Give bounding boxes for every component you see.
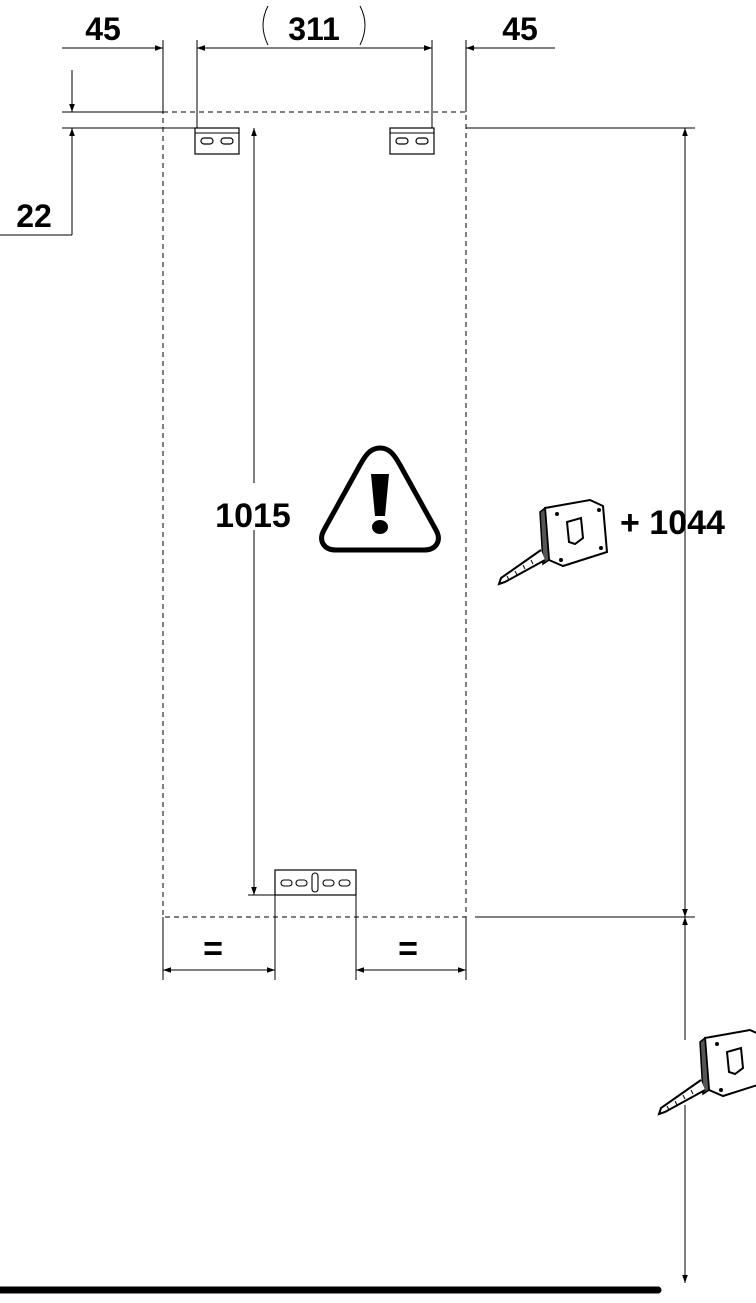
dim-left-offset: 45 <box>85 11 121 47</box>
bottom-bracket <box>274 869 357 896</box>
dim-equal-right: = <box>398 930 418 968</box>
top-dimension-lines <box>62 40 555 128</box>
dim-top-offset: 22 <box>16 198 52 234</box>
top-left-bracket <box>194 127 240 155</box>
bracket-vertical-dimension <box>248 128 275 896</box>
dim-equal-left: = <box>203 930 223 968</box>
top-right-bracket <box>389 127 435 155</box>
bracket-spacing-paren-left <box>262 5 269 46</box>
total-height-dimension <box>466 127 695 1283</box>
dim-bracket-vertical: 1015 <box>215 497 291 535</box>
bracket-spacing-paren-right <box>359 5 366 46</box>
tape-measure-icon <box>657 1028 756 1116</box>
dim-total-height: + 1044 <box>620 504 725 542</box>
equal-spacing-dimension <box>162 895 467 980</box>
dim-bracket-spacing: 311 <box>288 11 340 47</box>
warning-triangle-icon <box>319 445 441 553</box>
unit-outline <box>162 111 467 918</box>
top-offset-dimension <box>0 70 197 236</box>
dim-right-offset: 45 <box>502 11 538 47</box>
tape-measure-icon <box>497 498 609 586</box>
